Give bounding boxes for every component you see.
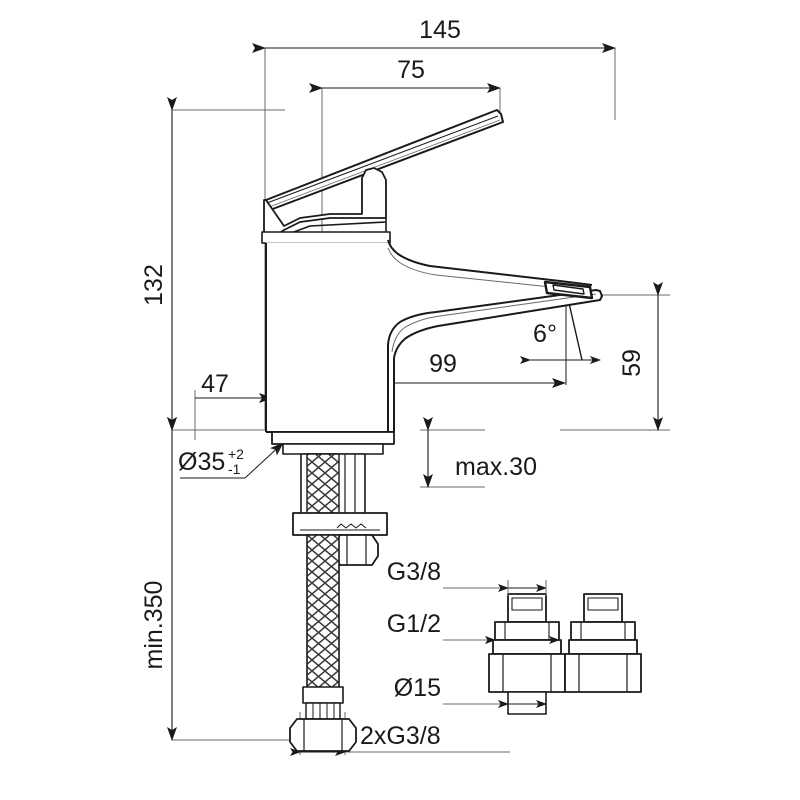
- dimension-label-min350: min.350: [140, 581, 168, 670]
- dimension-label-d35-tol-minus: -1: [228, 461, 241, 477]
- dimension-label-2xg38: 2xG3/8: [360, 722, 441, 750]
- fitting-dimension-g38: G3/8: [387, 558, 547, 596]
- dimension-spout-height: 59: [618, 282, 663, 431]
- dimension-label-d35-tol-plus: +2: [228, 446, 244, 462]
- dimension-hole-diameter: Ø35 +2 -1: [178, 442, 284, 479]
- dimension-label-47: 47: [201, 370, 229, 398]
- dimension-label-d35: Ø35: [178, 448, 225, 476]
- dimension-label-145: 145: [419, 16, 461, 44]
- dimension-width-handle: 75: [309, 56, 501, 93]
- fitting-a-hex-nut: [488, 653, 566, 693]
- dimension-label-75: 75: [397, 56, 425, 84]
- dimension-hose-length: min.350: [140, 417, 177, 741]
- fitting-a-tube: [507, 691, 547, 715]
- dimension-label-59: 59: [618, 349, 646, 377]
- dimension-label-132: 132: [140, 264, 168, 306]
- fitting-label-g38: G3/8: [387, 558, 441, 586]
- dimension-width-total: 145: [252, 16, 616, 53]
- mounting-bracket: [292, 512, 388, 536]
- dimension-label-99: 99: [429, 350, 457, 378]
- lock-nut: [333, 534, 379, 566]
- fitting-dimension-d15: Ø15: [394, 674, 547, 708]
- braided-hose-main: [306, 534, 340, 706]
- fitting-label-g12: G1/2: [387, 610, 441, 638]
- dimension-deck-thickness: max.30: [423, 417, 537, 488]
- faucet-base-collar: [261, 231, 391, 244]
- faucet-spout-upper: [387, 239, 593, 293]
- fitting-a-g12-band: [492, 639, 562, 655]
- faucet-deck-plate: [271, 431, 395, 455]
- braided-hose-upper: [306, 453, 340, 519]
- dimension-height-total: 132: [140, 97, 177, 431]
- dimension-base-offset: 47: [195, 370, 273, 403]
- hose-end-nut: [289, 718, 357, 752]
- faucet-spout-lower: [387, 289, 603, 433]
- faucet-assembly: [261, 109, 603, 752]
- faucet-body-column: [265, 242, 392, 433]
- dimension-label-max30: max.30: [455, 453, 537, 481]
- fitting-dimension-g12: G1/2: [387, 610, 560, 644]
- faucet-aerator: [543, 280, 594, 300]
- fitting-detail-b: [564, 593, 642, 693]
- hose-ferrule: [302, 686, 344, 720]
- fitting-label-d15: Ø15: [394, 674, 441, 702]
- dimension-label-6deg: 6°: [533, 320, 557, 348]
- dimension-hose-connection: 2xG3/8: [290, 722, 510, 756]
